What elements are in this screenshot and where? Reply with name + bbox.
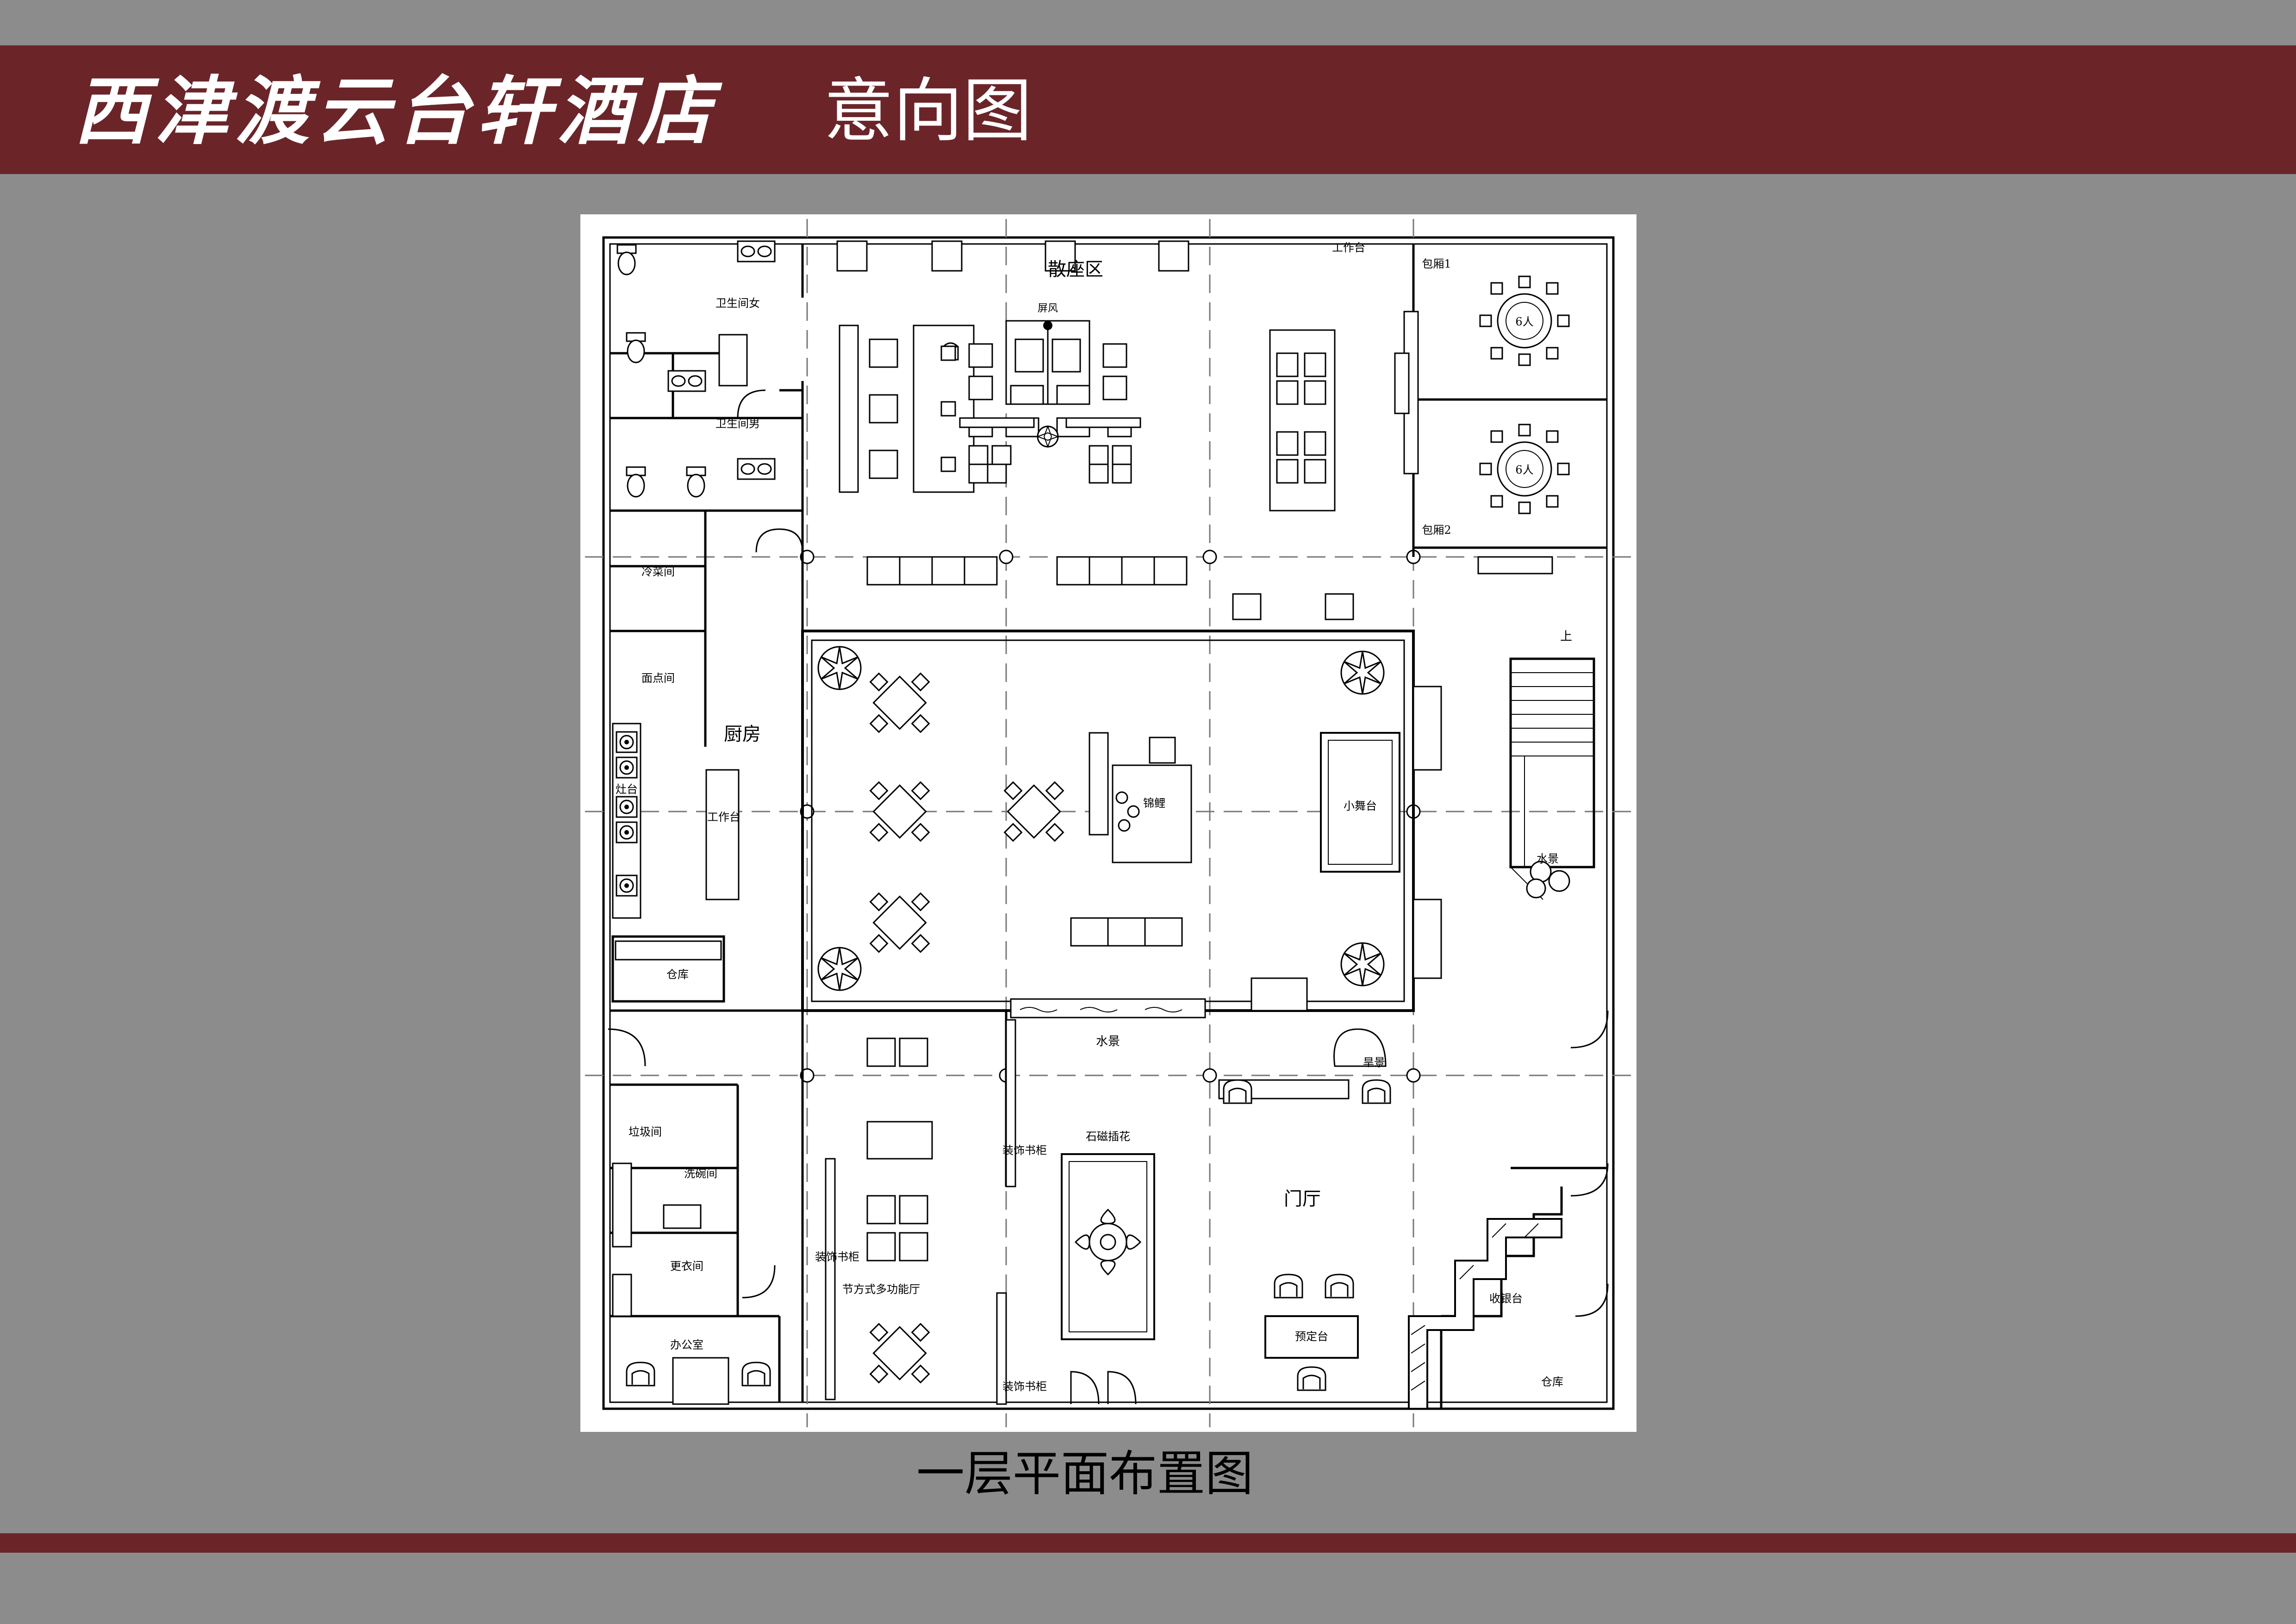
restroom-fixtures [616,240,776,498]
kitchen-fixtures [612,723,740,961]
label-book-cabinet-3: 装饰书柜 [1002,1380,1047,1393]
footer-band [0,1533,2296,1553]
label-upstairs: 上 [1560,630,1572,643]
hatched-wall [1408,1218,1562,1410]
hall-dining [817,646,1570,1104]
label-reservation: 预定台 [1295,1330,1328,1343]
lounge-seating [836,240,1553,620]
floor-plan-panel: 散座区 屏风 工作台 包厢1 包厢2 6人 6人 卫生间女 卫生间男 冷菜间 面… [580,214,1636,1432]
label-stone-flower: 石磁插花 [1086,1130,1130,1143]
floor-plan-drawing: 散座区 屏风 工作台 包厢1 包厢2 6人 6人 卫生间女 卫生间男 冷菜间 面… [585,219,1631,1427]
label-seats-2: 6人 [1515,463,1533,476]
label-office: 办公室 [670,1338,703,1351]
label-cold-dish: 冷菜间 [641,565,675,578]
label-dry-scenery: 旱景 [1363,1056,1385,1069]
plan-labels: 散座区 屏风 工作台 包厢1 包厢2 6人 6人 卫生间女 卫生间男 冷菜间 面… [616,241,1572,1393]
stair-treads [1510,672,1594,900]
door-swings [608,389,1609,1317]
label-locker: 更衣间 [670,1260,703,1273]
label-private-room-2: 包厢2 [1422,524,1451,537]
label-storage-right: 仓库 [1541,1375,1563,1388]
label-private-room-1: 包厢1 [1422,257,1451,270]
label-stove: 灶台 [616,783,638,796]
hotel-name: 西津渡云台轩酒店 [74,68,719,155]
service-fixtures [612,1162,702,1317]
label-kitchen-workbench: 工作台 [707,811,740,824]
private-round-tables [1479,275,1570,514]
label-storage-left: 仓库 [666,968,689,981]
label-book-cabinet-2: 装饰书柜 [815,1250,859,1263]
label-book-cabinet-1: 装饰书柜 [1002,1144,1047,1157]
label-workbench-top: 工作台 [1332,241,1365,254]
header-band [0,45,2296,174]
page-label: 意向图 [824,71,1033,151]
label-lobby: 门厅 [1284,1188,1321,1210]
label-stage: 小舞台 [1344,800,1377,812]
label-wc-male: 卫生间男 [716,417,760,430]
label-lounge: 散座区 [1048,259,1103,280]
label-garbage: 垃圾间 [628,1125,662,1138]
multifunction-furniture [626,1019,1359,1405]
hatch-lines [1411,1223,1539,1391]
label-multifunction: 节方式多功能厅 [842,1283,920,1296]
label-water-feature-right: 水景 [1537,852,1559,865]
label-dishwash: 洗碗间 [684,1167,717,1180]
label-kitchen: 厨房 [724,724,761,745]
label-koi: 锦鲤 [1143,797,1165,810]
label-water-feature-center: 水景 [1096,1035,1120,1049]
label-pastry: 面点间 [641,672,675,685]
plan-caption: 一层平面布置图 [916,1445,1254,1502]
label-screen: 屏风 [1038,303,1058,314]
label-seats-1: 6人 [1515,315,1533,328]
label-cashier: 收银台 [1489,1292,1523,1305]
label-wc-female: 卫生间女 [716,297,760,310]
